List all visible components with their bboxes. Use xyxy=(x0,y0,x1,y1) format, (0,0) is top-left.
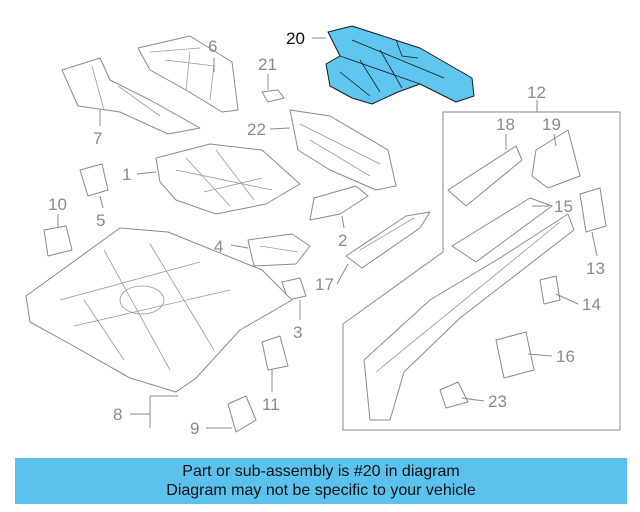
callout-20: 20 xyxy=(286,29,305,48)
banner-line-2: Diagram may not be specific to your vehi… xyxy=(166,482,476,499)
callout-16: 16 xyxy=(556,347,575,366)
callout-4: 4 xyxy=(214,237,223,256)
part-21[interactable] xyxy=(261,89,285,103)
callout-9: 9 xyxy=(190,419,199,438)
parts-diagram: 1 2 3 4 5 6 7 8 9 10 11 12 13 14 15 16 1… xyxy=(25,25,621,438)
callout-13: 13 xyxy=(586,259,605,278)
callout-5: 5 xyxy=(96,211,105,230)
part-2[interactable] xyxy=(309,185,369,221)
part-4[interactable] xyxy=(247,233,311,267)
part-10[interactable] xyxy=(43,225,73,257)
part-13[interactable] xyxy=(579,187,607,233)
part-20-highlighted[interactable] xyxy=(325,25,475,105)
callout-6: 6 xyxy=(208,37,217,56)
callout-19: 19 xyxy=(542,115,561,134)
callout-10: 10 xyxy=(48,195,67,214)
part-11[interactable] xyxy=(261,335,289,371)
callout-18: 18 xyxy=(496,115,515,134)
part-7[interactable] xyxy=(61,57,201,135)
part-14[interactable] xyxy=(539,275,561,305)
callout-3: 3 xyxy=(293,323,302,342)
part-6[interactable] xyxy=(137,35,239,113)
part-1[interactable] xyxy=(155,143,301,215)
part-15[interactable] xyxy=(451,197,553,263)
part-17[interactable] xyxy=(345,211,431,269)
part-19[interactable] xyxy=(531,129,581,189)
callout-1: 1 xyxy=(122,165,131,184)
callout-12: 12 xyxy=(527,83,546,102)
info-banner: Part or sub-assembly is #20 in diagram D… xyxy=(15,458,627,504)
callout-17: 17 xyxy=(315,275,334,294)
callout-7: 7 xyxy=(93,129,102,148)
part-9[interactable] xyxy=(227,395,257,433)
callout-23: 23 xyxy=(488,392,507,411)
callout-21: 21 xyxy=(258,55,277,74)
callout-8: 8 xyxy=(113,405,122,424)
callout-11: 11 xyxy=(262,395,280,414)
callout-22: 22 xyxy=(247,120,266,139)
callout-15: 15 xyxy=(554,197,573,216)
part-22[interactable] xyxy=(289,109,397,191)
part-16[interactable] xyxy=(495,331,535,379)
rail-assembly[interactable] xyxy=(363,213,575,421)
callout-14: 14 xyxy=(582,295,601,314)
part-5[interactable] xyxy=(79,163,109,197)
part-8-floor-assembly[interactable] xyxy=(25,227,293,393)
part-18[interactable] xyxy=(447,145,523,207)
part-23[interactable] xyxy=(439,381,469,409)
leader-lines xyxy=(57,37,598,429)
callout-2: 2 xyxy=(338,231,347,250)
group-12-box xyxy=(342,111,621,431)
banner-line-1: Part or sub-assembly is #20 in diagram xyxy=(182,463,460,480)
